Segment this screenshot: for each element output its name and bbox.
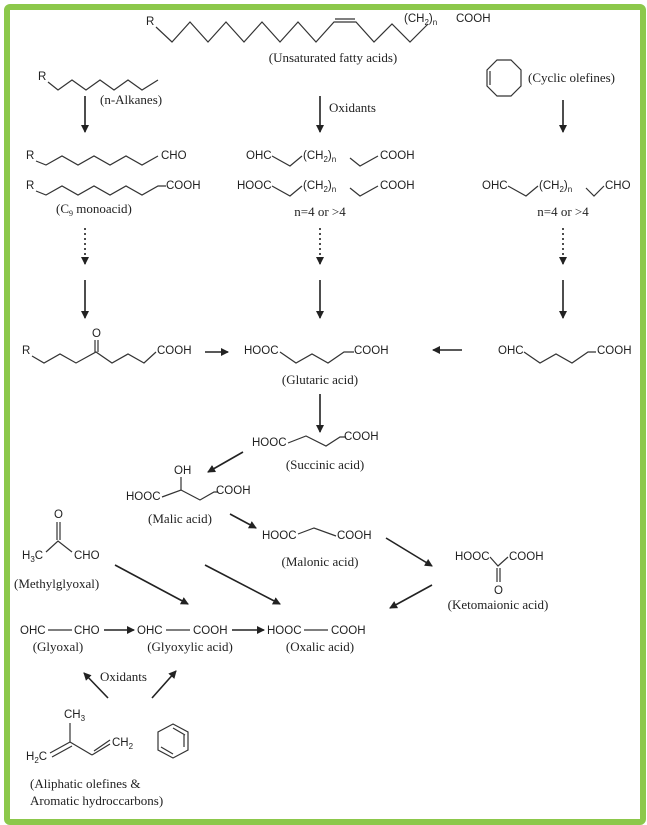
glutaric-acid-structure: HOOC COOH: [244, 345, 389, 364]
svg-text:CHO: CHO: [161, 150, 187, 162]
label-malic-acid: (Malic acid): [148, 511, 212, 526]
svg-text:OHC: OHC: [498, 345, 524, 357]
svg-text:R: R: [26, 150, 34, 162]
label-glutaric-acid: (Glutaric acid): [282, 372, 358, 387]
label-cyclic-olefines: (Cyclic olefines): [528, 70, 615, 85]
svg-text:CHO: CHO: [74, 550, 100, 562]
svg-text:COOH: COOH: [166, 180, 201, 192]
label-unsaturated-fatty-acids: (Unsaturated fatty acids): [269, 50, 398, 65]
svg-text:OHC: OHC: [482, 180, 508, 192]
label-oxalic-acid: (Oxalic acid): [286, 639, 354, 654]
malic-acid-structure: OH HOOC COOH: [126, 465, 251, 503]
svg-text:CHO: CHO: [74, 625, 100, 637]
ketomalonic-acid-structure: HOOC COOH O: [455, 551, 544, 597]
succinic-acid-structure: HOOC COOH: [252, 431, 379, 449]
svg-text:O: O: [494, 585, 503, 597]
arrow-oxidants-to-glyoxylic: [151, 670, 177, 699]
label-oxidants-bottom: Oxidants: [100, 669, 147, 684]
svg-text:H3C: H3C: [22, 550, 43, 564]
svg-text:COOH: COOH: [193, 625, 228, 637]
svg-text:O: O: [54, 509, 63, 521]
label-ketomalonic-acid: (Ketomaionic acid): [448, 597, 549, 612]
label-n-alkanes: (n-Alkanes): [100, 92, 162, 107]
svg-text:OHC: OHC: [20, 625, 46, 637]
glyoxylic-acid-structure: OHC COOH: [137, 625, 228, 637]
cyclooctene-structure: [486, 59, 522, 97]
oxalic-acid-structure: HOOC COOH: [267, 625, 366, 637]
svg-text:O: O: [92, 328, 101, 340]
benzene-structure: [157, 723, 189, 759]
oxo-acid-structure: OHC (CH2)n COOH: [246, 150, 415, 167]
svg-text:(CH2)n: (CH2)n: [303, 180, 336, 194]
c9-aldehyde-structure: R CHO: [26, 150, 187, 166]
arrow-succinic-to-malic: [207, 451, 244, 473]
label-aromatic-hydrocarbons: Aromatic hydroccarbons): [30, 793, 163, 808]
malonic-acid-structure: HOOC COOH: [262, 527, 372, 542]
label-n-condition-right: n=4 or >4: [537, 204, 589, 219]
r-group: R: [146, 16, 154, 28]
svg-text:HOOC: HOOC: [262, 530, 297, 542]
label-methylglyoxal: (Methylglyoxal): [14, 576, 99, 591]
c9-monoacid-structure: R COOH: [26, 180, 201, 196]
svg-text:CHO: CHO: [605, 180, 631, 192]
cooh-group: COOH: [456, 13, 491, 25]
svg-text:COOH: COOH: [344, 431, 379, 443]
isoprene-structure: CH3 H2C CH2: [26, 709, 134, 765]
label-aliphatic-olefines: (Aliphatic olefines &: [30, 776, 140, 791]
glyoxal-structure: OHC CHO: [20, 625, 100, 637]
svg-text:COOH: COOH: [216, 485, 251, 497]
svg-text:COOH: COOH: [331, 625, 366, 637]
arrow-ketomalonic-to-oxalic: [389, 584, 433, 609]
svg-text:HOOC: HOOC: [244, 345, 279, 357]
methylglyoxal-structure: O H3C CHO: [22, 509, 100, 564]
keto-acid-structure: R O COOH: [22, 328, 192, 364]
diacid-structure: HOOC (CH2)n COOH: [237, 180, 415, 197]
diagram-frame: [4, 4, 646, 825]
svg-text:HOOC: HOOC: [126, 491, 161, 503]
svg-text:H2C: H2C: [26, 751, 47, 765]
svg-text:COOH: COOH: [157, 345, 192, 357]
svg-text:OH: OH: [174, 465, 191, 477]
oxo-pentanoic-acid-structure: OHC COOH: [498, 345, 632, 364]
svg-text:OHC: OHC: [137, 625, 163, 637]
arrow-oxidants-to-glyoxal: [83, 672, 109, 699]
label-n-condition-mid: n=4 or >4: [294, 204, 346, 219]
svg-text:COOH: COOH: [509, 551, 544, 563]
arrow-methylglyoxal-to-glyoxylic: [114, 564, 189, 605]
svg-text:HOOC: HOOC: [267, 625, 302, 637]
dialdehyde-structure: OHC (CH2)n CHO: [482, 180, 631, 197]
svg-text:HOOC: HOOC: [237, 180, 272, 192]
arrow-malic-to-malonic: [229, 513, 257, 529]
label-malonic-acid: (Malonic acid): [282, 554, 359, 569]
svg-text:(CH2)n: (CH2)n: [539, 180, 572, 194]
svg-text:R: R: [38, 71, 46, 83]
svg-text:COOH: COOH: [337, 530, 372, 542]
svg-text:HOOC: HOOC: [455, 551, 490, 563]
svg-text:CH3: CH3: [64, 709, 86, 723]
arrow-malic-to-oxalic: [204, 564, 281, 605]
svg-text:R: R: [22, 345, 30, 357]
svg-text:COOH: COOH: [380, 150, 415, 162]
svg-text:OHC: OHC: [246, 150, 272, 162]
unsaturated-fatty-acid-structure: R (CH2)n COOH: [146, 13, 491, 43]
svg-text:HOOC: HOOC: [252, 437, 287, 449]
label-succinic-acid: (Succinic acid): [286, 457, 364, 472]
ch2n-group: (CH2)n: [404, 13, 437, 27]
svg-text:(CH2)n: (CH2)n: [303, 150, 336, 164]
n-alkane-structure: R: [38, 71, 159, 91]
arrow-malonic-to-ketomalonic: [385, 537, 433, 567]
svg-text:CH2: CH2: [112, 737, 134, 751]
svg-text:COOH: COOH: [597, 345, 632, 357]
svg-text:R: R: [26, 180, 34, 192]
label-glyoxylic-acid: (Glyoxylic acid): [147, 639, 233, 654]
label-glyoxal: (Glyoxal): [33, 639, 84, 654]
svg-text:COOH: COOH: [380, 180, 415, 192]
label-c9-monoacid: (C9 monoacid): [56, 201, 132, 218]
svg-text:COOH: COOH: [354, 345, 389, 357]
label-oxidants-top: Oxidants: [329, 100, 376, 115]
